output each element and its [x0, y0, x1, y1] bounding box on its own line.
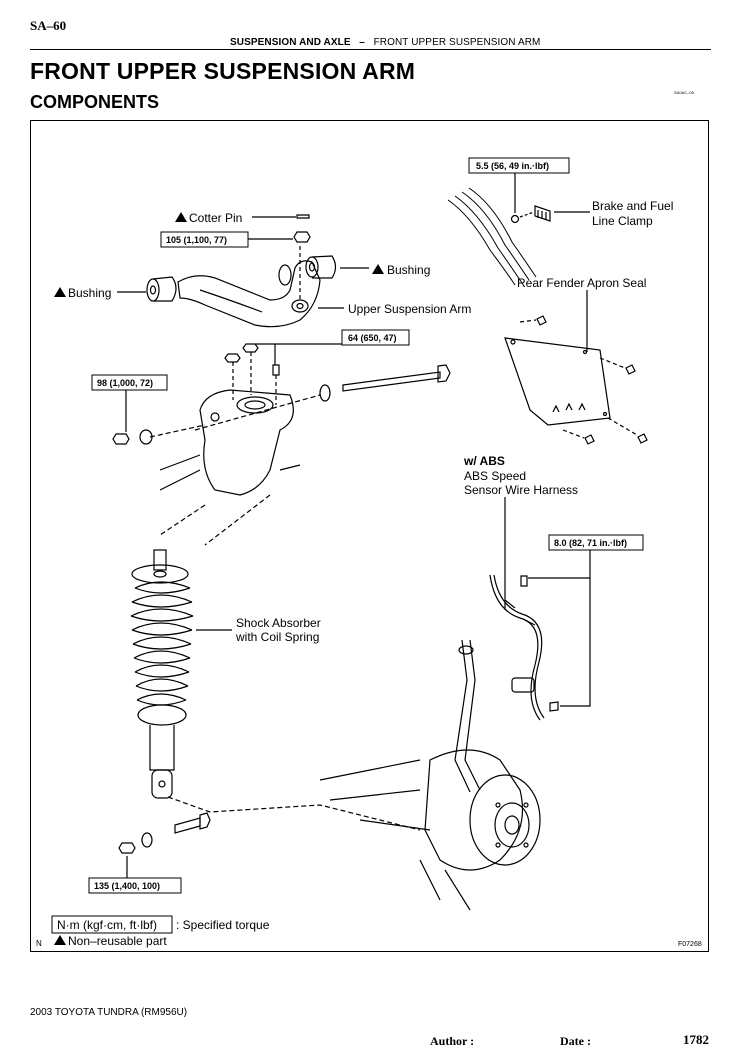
footer-model: 2003 TOYOTA TUNDRA (RM956U) [30, 1007, 188, 1018]
section-title: SUSPENSION AND AXLE [230, 37, 351, 48]
steering-knuckle-hub-icon [319, 639, 541, 911]
torque-box-shock-lower: 135 (1,400, 100) [88, 877, 182, 894]
cotter-pin-label: Cotter Pin [189, 211, 242, 225]
apron-clip-line-1 [519, 319, 537, 323]
shock-upper-centerline [149, 424, 206, 438]
non-reusable-triangle-icon [372, 264, 384, 274]
brake-fuel-lines [447, 187, 537, 286]
running-header: SUSPENSION AND AXLE – FRONT UPPER SUSPEN… [230, 37, 540, 48]
footer-author-label: Author : [430, 1034, 475, 1048]
shock-upper-mount-line-2 [204, 494, 271, 546]
brake-clamp-label-2: Line Clamp [592, 214, 653, 228]
apron-clip-line-2 [599, 357, 626, 369]
shock-upper-nut-icon [112, 429, 153, 445]
torque-box-arm-nut: 105 (1,100, 77) [160, 231, 249, 248]
arm-castle-nut-icon [293, 231, 311, 243]
with-abs-label: w/ ABS [463, 454, 505, 468]
figure-code: F07268 [678, 941, 702, 948]
shock-label-1: Shock Absorber [236, 616, 321, 630]
abs-label-1: ABS Speed [464, 469, 526, 483]
legend-non-reusable: Non–reusable part [68, 934, 167, 948]
non-reusable-triangle-icon [54, 287, 66, 297]
shock-upper-mount-line [159, 504, 206, 536]
document-code: SA0AC–05 [674, 90, 694, 95]
legend-unit-desc: : Specified torque [176, 918, 270, 932]
non-reusable-triangle-icon [175, 212, 187, 222]
torque-shock-upper-text: 98 (1,000, 72) [97, 378, 153, 388]
legend-unit-box-text: N·m (kgf·cm, ft·lbf) [57, 918, 157, 932]
page-number: SA–60 [30, 18, 67, 33]
shock-lower-bolt-icon [118, 812, 211, 854]
frame-bracket-icon [159, 389, 301, 496]
apron-clip-line-4 [607, 417, 638, 436]
callout-labels: Cotter Pin Bushing Bushing Upper Suspens… [54, 199, 673, 644]
torque-abs-text: 8.0 (82, 71 in.·lbf) [554, 538, 627, 548]
apron-clips-icon [536, 315, 648, 445]
abs-torque-leader [528, 550, 591, 707]
abs-sensor-harness-icon [489, 574, 559, 721]
apron-seal-label: Rear Fender Apron Seal [517, 276, 646, 290]
upper-suspension-arm-icon [177, 260, 321, 328]
torque-arm-nut-text: 105 (1,100, 77) [166, 235, 227, 245]
apron-clip-line-3 [562, 429, 585, 439]
brake-line-clamp-icon [510, 205, 551, 224]
shock-lower-centerline [167, 796, 421, 831]
footer-page-number: 1782 [683, 1032, 709, 1047]
legend: N·m (kgf·cm, ft·lbf) : Specified torque … [36, 915, 270, 948]
legend-marker: N [36, 939, 42, 948]
subsection-title: FRONT UPPER SUSPENSION ARM [373, 37, 541, 48]
torque-box-bracket-nuts: 64 (650, 47) [341, 329, 410, 346]
cotter-pin-icon [296, 214, 310, 219]
torque-bracket-nuts-text: 64 (650, 47) [348, 333, 397, 343]
torque-clamp-text: 5.5 (56, 49 in.·lbf) [476, 161, 549, 171]
footer-date-label: Date : [560, 1034, 591, 1048]
header-separator: – [359, 37, 365, 48]
brake-clamp-label-1: Brake and Fuel [592, 199, 673, 213]
header-rule [30, 49, 711, 50]
abs-label-2: Sensor Wire Harness [464, 483, 578, 497]
rear-fender-apron-seal-icon [504, 337, 611, 426]
diagram-frame [30, 120, 709, 952]
non-reusable-triangle-icon [54, 935, 66, 945]
bushing-left-label: Bushing [68, 286, 111, 300]
page-subtitle: COMPONENTS [30, 92, 160, 112]
bushing-right-icon [305, 255, 337, 279]
torque-shock-lower-text: 135 (1,400, 100) [94, 881, 160, 891]
torque-box-abs: 8.0 (82, 71 in.·lbf) [548, 534, 644, 551]
long-bolt-icon [319, 364, 451, 402]
torque-box-shock-upper: 98 (1,000, 72) [91, 374, 168, 391]
upper-arm-label: Upper Suspension Arm [348, 302, 471, 316]
shock-label-2: with Coil Spring [235, 630, 319, 644]
bushing-right-label: Bushing [387, 263, 430, 277]
shock-absorber-coil-spring-icon [130, 549, 194, 799]
bracket-torque-leader [255, 343, 350, 365]
bushing-left-icon [146, 276, 177, 302]
torque-box-clamp: 5.5 (56, 49 in.·lbf) [468, 157, 570, 174]
page-title: FRONT UPPER SUSPENSION ARM [30, 58, 416, 84]
